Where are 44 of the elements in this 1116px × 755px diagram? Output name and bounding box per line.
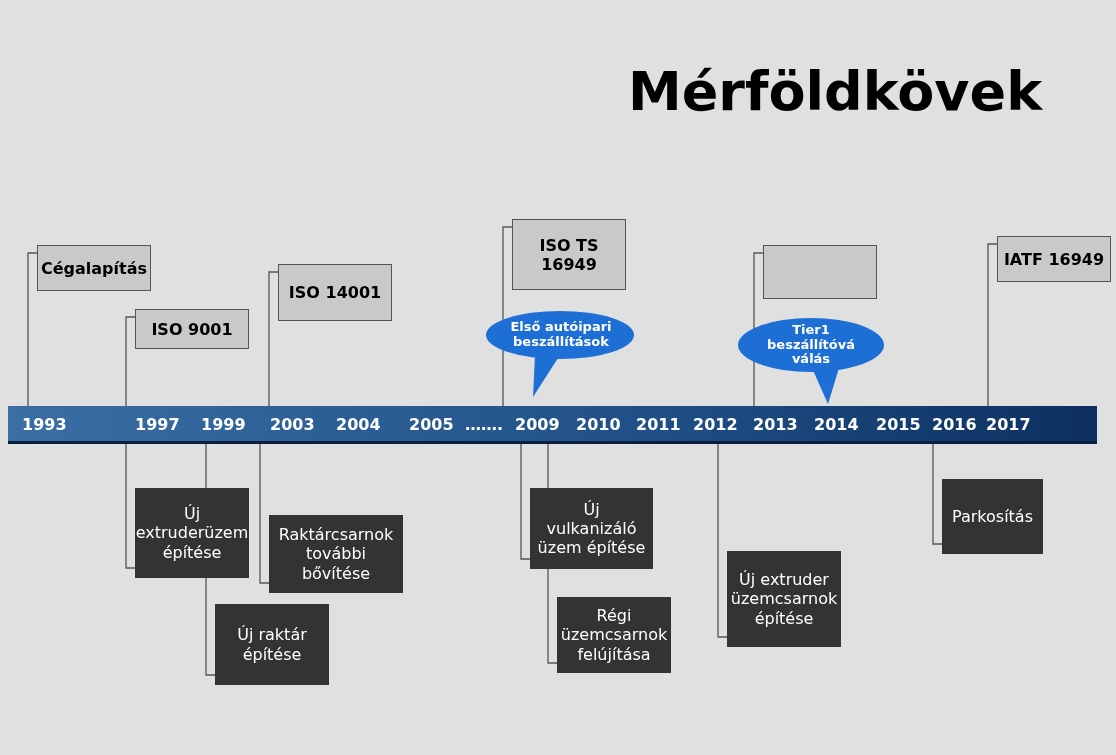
page-title: Mérföldkövek	[628, 60, 1043, 123]
leader-line	[932, 443, 943, 545]
leader-line	[717, 443, 728, 638]
milestone-box: Parkosítás	[942, 479, 1043, 554]
milestone-box: Új vulkanizáló üzem építése	[530, 488, 653, 569]
certificate-box: Cégalapítás	[37, 245, 151, 291]
certificate-box	[763, 245, 877, 299]
year-label: 2004	[336, 415, 381, 434]
certificate-box: ISO 9001	[135, 309, 249, 349]
certificate-box: ISO 14001	[278, 264, 392, 321]
year-label: 2013	[753, 415, 798, 434]
certificate-box: IATF 16949	[997, 236, 1111, 282]
leader-line	[520, 443, 531, 560]
year-label: 2010	[576, 415, 621, 434]
speech-bubble	[485, 310, 637, 398]
year-label: 2016	[932, 415, 977, 434]
year-label: 2009	[515, 415, 560, 434]
milestone-box: Régi üzemcsarnok felújítása	[557, 597, 671, 673]
leader-line	[125, 316, 136, 407]
year-label: 1997	[135, 415, 180, 434]
year-label: 2011	[636, 415, 681, 434]
leader-line	[259, 443, 270, 584]
year-label: …….	[465, 415, 504, 434]
speech-bubble	[737, 317, 885, 405]
milestone-box: Új extruder üzemcsarnok építése	[727, 551, 841, 647]
year-label: 2017	[986, 415, 1031, 434]
bubble-text: Tier1 beszállítóvá válás	[766, 320, 856, 369]
year-label: 2014	[814, 415, 859, 434]
bubble-text: Első autóipari beszállítások	[509, 318, 613, 351]
year-label: 2005	[409, 415, 454, 434]
year-label: 1999	[201, 415, 246, 434]
year-label: 2015	[876, 415, 921, 434]
milestone-box: Raktárcsarnok további bővítése	[269, 515, 403, 593]
year-label: 2012	[693, 415, 738, 434]
year-label: 1993	[22, 415, 67, 434]
leader-line	[27, 252, 38, 407]
leader-line	[987, 243, 998, 407]
timeline-bar	[8, 406, 1097, 444]
leader-line	[125, 443, 136, 569]
leader-line	[268, 271, 279, 407]
milestone-box: Új raktár építése	[215, 604, 329, 685]
milestone-box: Új extruderüzem építése	[135, 488, 249, 578]
certificate-box: ISO TS 16949	[512, 219, 626, 290]
year-label: 2003	[270, 415, 315, 434]
